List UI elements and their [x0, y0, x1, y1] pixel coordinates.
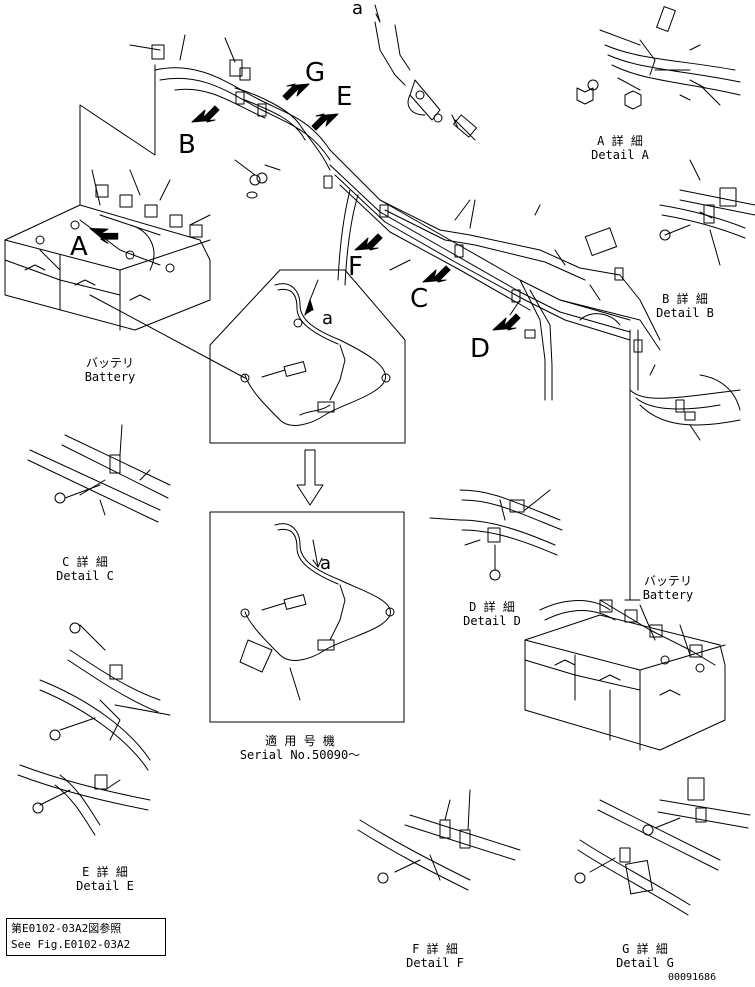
- detail-f-caption: F 詳 細 Detail F: [395, 942, 475, 970]
- detail-a-en: Detail A: [591, 148, 649, 162]
- callout-a-top: a: [352, 0, 364, 19]
- reference-box: 第E0102-03A2図参照 See Fig.E0102-03A2: [6, 918, 166, 956]
- detail-e-drawing: [17, 622, 171, 836]
- ground-bracket: [374, 21, 478, 141]
- detail-c-en: Detail C: [56, 569, 114, 583]
- detail-b-jp: B 詳 細: [662, 292, 708, 306]
- detail-d-drawing: [429, 489, 563, 581]
- callout-a-inset1: a: [322, 308, 334, 329]
- detail-g-jp: G 詳 細: [622, 942, 668, 956]
- leader-lines: [389, 199, 701, 441]
- serial-jp: 適 用 号 機: [265, 734, 335, 748]
- detail-e-caption: E 詳 細 Detail E: [65, 865, 145, 893]
- battery-right-en: Battery: [642, 588, 694, 602]
- inset-harness-1: [209, 269, 406, 444]
- detail-g-caption: G 詳 細 Detail G: [605, 942, 685, 970]
- harness-clamps: [235, 91, 696, 421]
- detail-d-jp: D 詳 細: [469, 600, 515, 614]
- battery-left-en: Battery: [84, 370, 136, 384]
- callout-F: F: [348, 252, 363, 282]
- detail-d-caption: D 詳 細 Detail D: [452, 600, 532, 628]
- callout-D: D: [470, 334, 491, 364]
- callout-a-inset2: a: [320, 553, 332, 574]
- callout-B: B: [178, 130, 196, 160]
- detail-g-drawing: [574, 777, 751, 916]
- detail-a-jp: A 詳 細: [597, 134, 643, 148]
- detail-b-en: Detail B: [656, 306, 714, 320]
- detail-f-drawing: [357, 789, 521, 891]
- callout-G: G: [305, 58, 326, 88]
- top-left-branch: [79, 34, 281, 206]
- detail-c-caption: C 詳 細 Detail C: [45, 555, 125, 583]
- battery-right-caption: バッテリ Battery: [628, 574, 708, 602]
- left-battery: [4, 169, 246, 379]
- right-battery: [524, 389, 726, 751]
- detail-f-en: Detail F: [406, 956, 464, 970]
- serial-caption: 適 用 号 機 Serial No.50090～: [225, 734, 375, 762]
- detail-b-drawing: [659, 159, 755, 266]
- reference-en: See Fig.E0102-03A2: [11, 938, 131, 951]
- callout-E: E: [336, 82, 353, 112]
- detail-d-en: Detail D: [463, 614, 521, 628]
- detail-e-en: Detail E: [76, 879, 134, 893]
- detail-c-drawing: [27, 424, 171, 523]
- detail-b-caption: B 詳 細 Detail B: [645, 292, 725, 320]
- battery-left-caption: バッテリ Battery: [70, 356, 150, 384]
- callout-A: A: [70, 232, 88, 262]
- detail-a-caption: A 詳 細 Detail A: [580, 134, 660, 162]
- inset-arrow: [296, 449, 324, 506]
- callout-arrows: [89, 4, 521, 568]
- battery-right-jp: バッテリ: [643, 574, 692, 588]
- battery-left-jp: バッテリ: [85, 356, 134, 370]
- document-number: 00091686: [668, 972, 717, 983]
- detail-a-drawing: [576, 6, 741, 110]
- detail-e-jp: E 詳 細: [82, 865, 128, 879]
- detail-c-jp: C 詳 細: [62, 555, 108, 569]
- callout-C: C: [410, 284, 429, 314]
- detail-f-jp: F 詳 細: [412, 942, 458, 956]
- inset-harness-2: [209, 511, 405, 723]
- serial-en: Serial No.50090～: [239, 748, 361, 762]
- reference-jp: 第E0102-03A2図参照: [11, 922, 122, 935]
- detail-g-en: Detail G: [616, 956, 674, 970]
- main-harness: [154, 67, 741, 426]
